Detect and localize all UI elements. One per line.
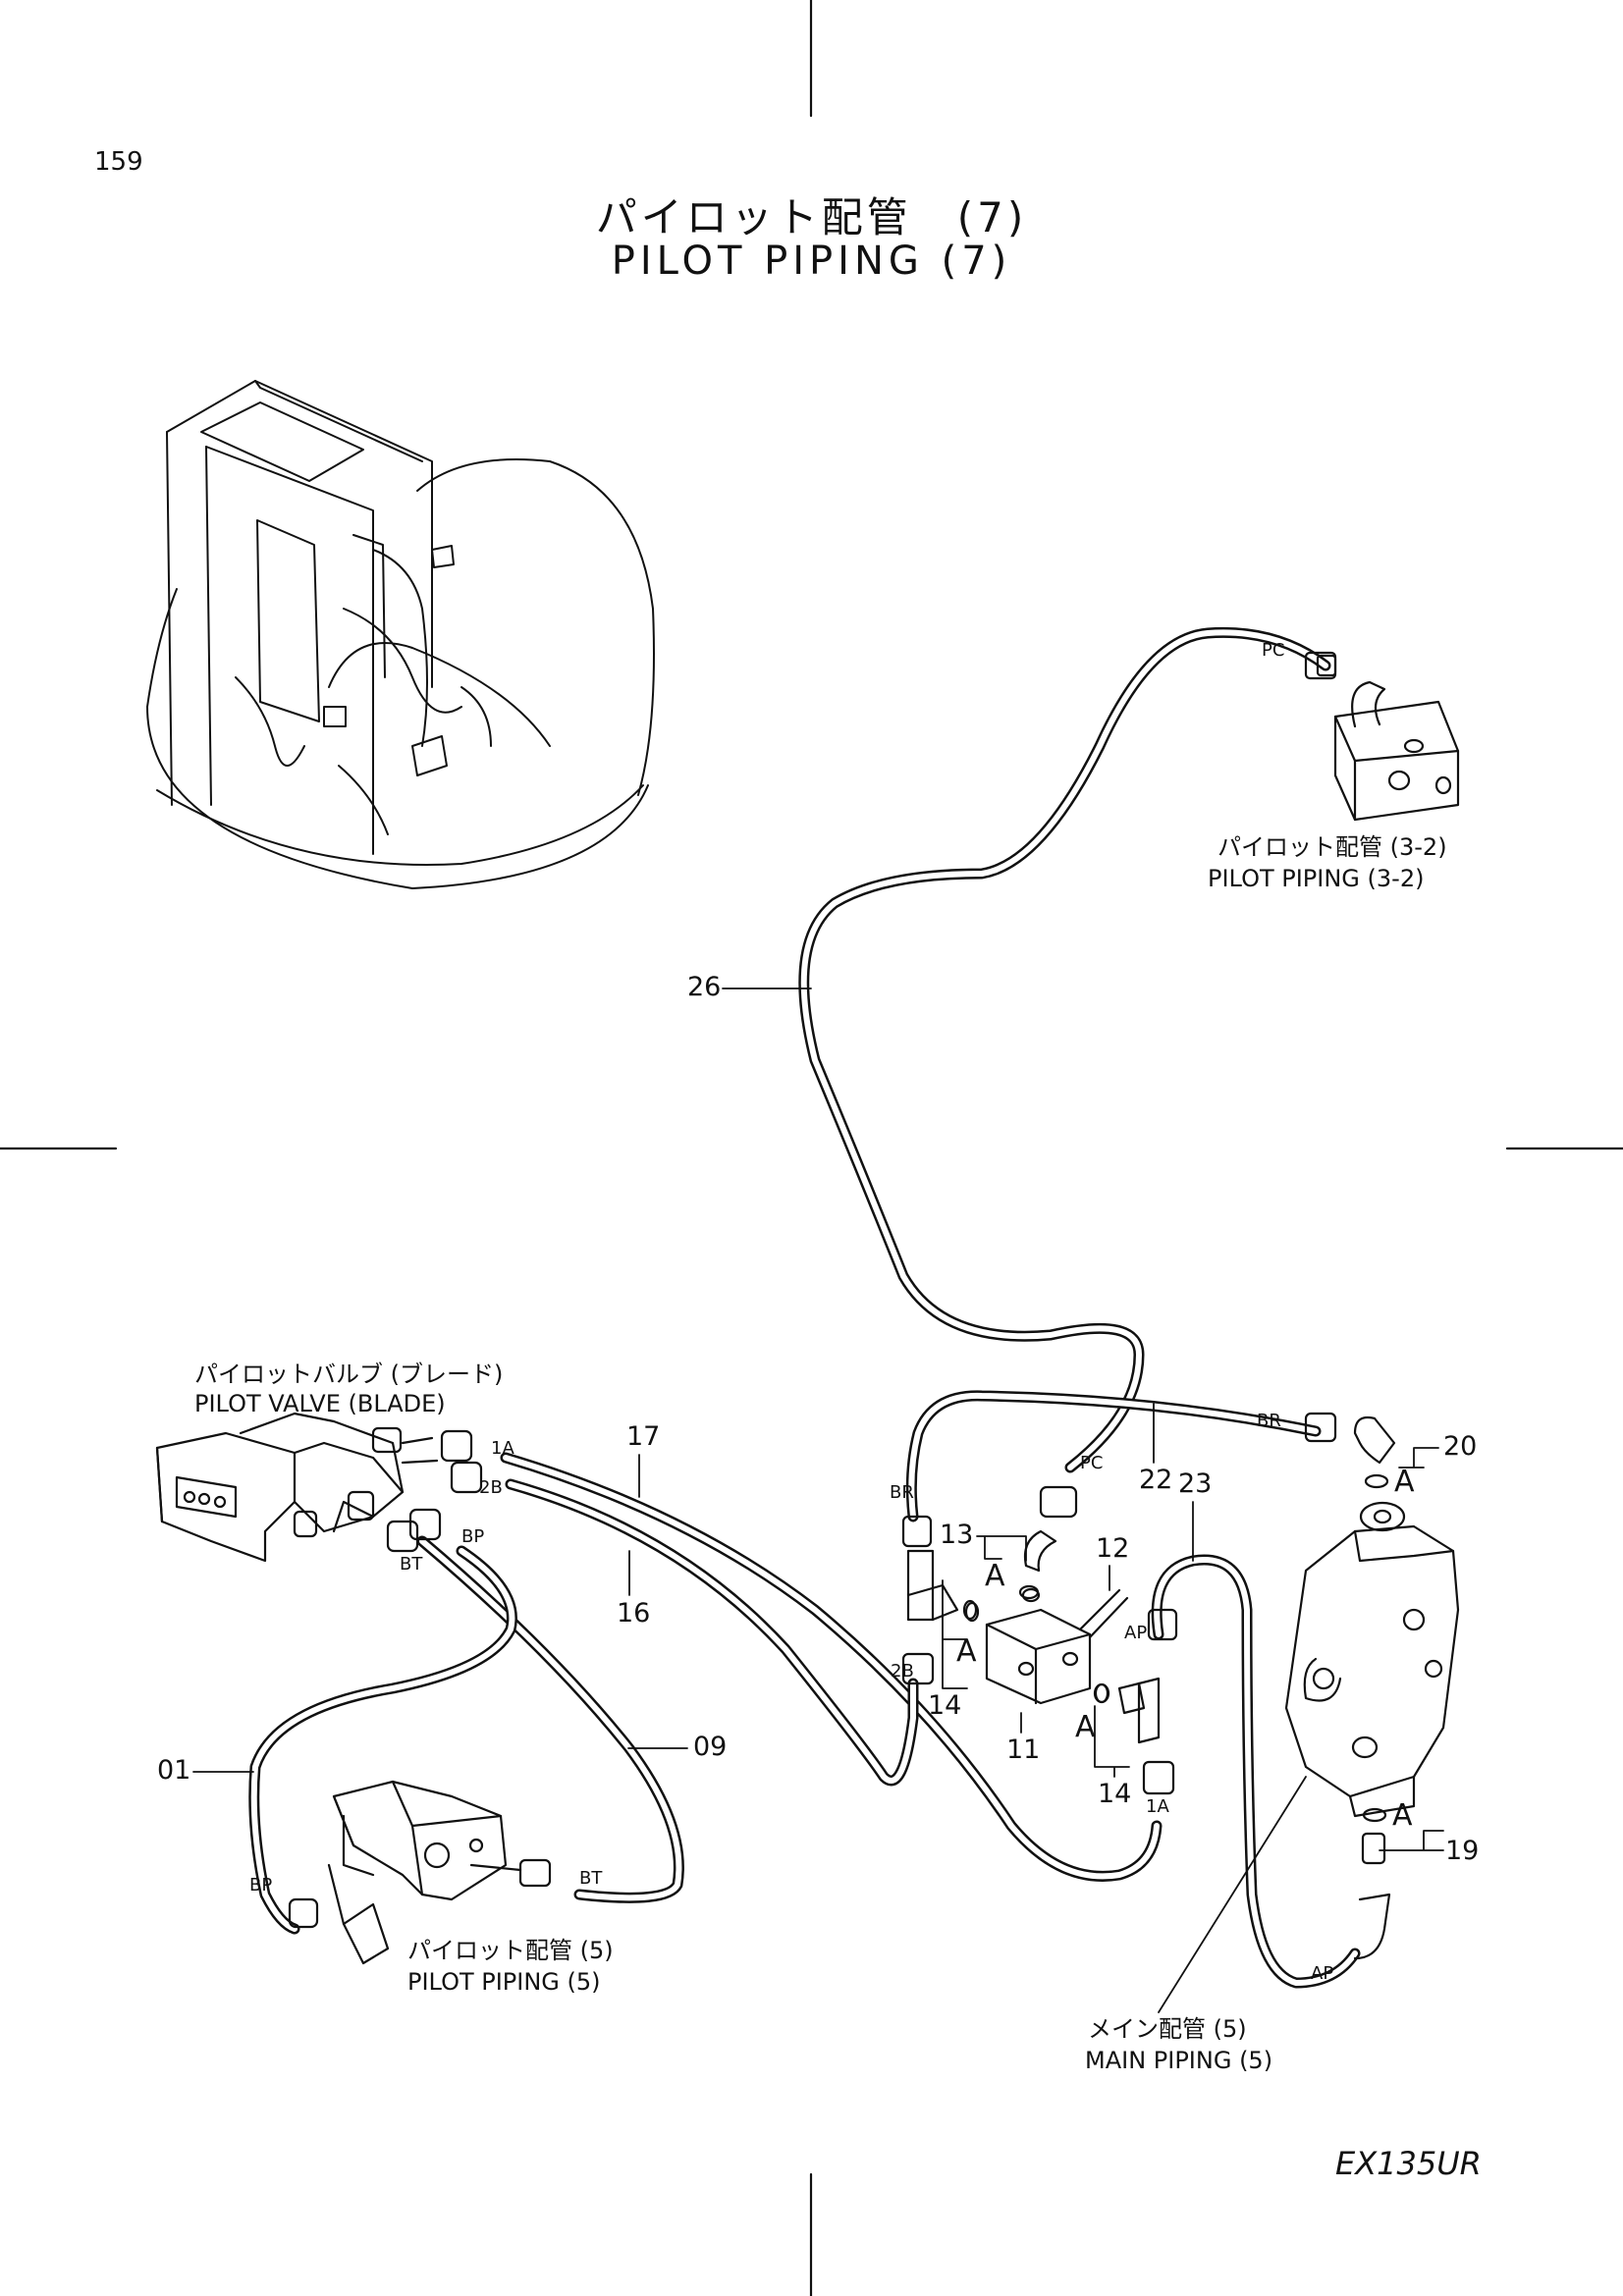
part-number-17: 17 [626,1421,661,1452]
leader-13 [976,1535,1027,1562]
port-label-pc-top: PC [1262,640,1285,661]
part-number-12: 12 [1096,1533,1130,1564]
section-marker-a-13: A [985,1559,1005,1593]
o-ring-13-lower [964,1601,980,1623]
fitting-19 [1361,1832,1386,1865]
part-number-14-lower: 14 [1098,1779,1132,1809]
port-label-br-left: BR [890,1482,914,1503]
part-number-09: 09 [693,1732,728,1762]
part-number-13: 13 [940,1520,974,1550]
o-ring-14-lower [1094,1682,1109,1704]
port-label-bt-bottom: BT [579,1868,603,1889]
hose-01 [248,1545,517,1935]
fitting-13-upper [1021,1485,1078,1603]
label-main-piping-5-en: MAIN PIPING (5) [1085,2047,1273,2074]
o-ring-19 [1362,1807,1387,1823]
page-title-en: PILOT PIPING (7) [611,239,1012,284]
part-number-01: 01 [157,1755,191,1786]
part-number-26: 26 [687,972,722,1002]
pilot-piping-5-valve [288,1780,552,1965]
port-label-1a-top: 1A [491,1438,514,1459]
model-code: EX135UR [1335,2145,1482,2182]
leader-main-piping-5 [1158,1776,1307,2013]
part-number-14-upper: 14 [928,1690,962,1721]
label-main-piping-5-jp: メイン配管 (5) [1088,2015,1247,2043]
hose-26 [798,626,1331,1473]
section-marker-a-19: A [1392,1798,1413,1833]
fitting-br-left [901,1515,933,1548]
page-title-jp: パイロット配管 (7) [595,193,1028,241]
fitting-ap-bottom-elbow [1353,1893,1391,1960]
part-number-19: 19 [1445,1836,1480,1866]
o-ring-13-upper [1018,1584,1040,1600]
fitting-ap-mid [1147,1608,1178,1641]
port-label-bt-top: BT [400,1554,423,1575]
leader-14-lower [1094,1705,1130,1778]
part-number-16: 16 [617,1598,651,1629]
section-marker-a-20: A [1394,1465,1415,1499]
part-number-22: 22 [1139,1465,1173,1495]
fitting-20-elbow [1353,1415,1396,1465]
label-pilot-piping-3-2-en: PILOT PIPING (3-2) [1208,865,1425,892]
port-label-pc-mid: PC [1080,1453,1104,1473]
leader-14-upper [942,1579,968,1689]
port-label-2b-top: 2B [479,1477,503,1498]
leader-20 [1398,1447,1439,1468]
fitting-13-lower [906,1549,978,1622]
label-pilot-piping-3-2-jp: パイロット配管 (3-2) [1217,833,1447,861]
port-label-bp-top: BP [461,1526,485,1547]
label-pilot-valve-blade-en: PILOT VALVE (BLADE) [194,1390,446,1417]
leader-19 [1379,1830,1444,1851]
section-marker-a-14-upper: A [956,1634,977,1669]
fitting-1a-mid [1142,1760,1175,1795]
port-label-1a-mid: 1A [1146,1796,1169,1817]
block-11 [985,1588,1129,1705]
pilot-piping-3-2-valve [1304,651,1460,822]
fitting-14-lower [1093,1677,1161,1744]
hose-22 [905,1390,1322,1522]
label-pilot-piping-5-en: PILOT PIPING (5) [407,1968,601,1996]
part-number-20: 20 [1443,1431,1478,1462]
hose-09 [416,1535,684,1903]
control-valve [1284,1501,1460,1818]
part-number-23: 23 [1178,1468,1213,1499]
pilot-valve-blade-body [155,1412,483,1563]
section-marker-a-14-lower: A [1075,1710,1096,1744]
port-label-bp-bottom: BP [249,1875,273,1896]
port-label-br-right: BR [1257,1411,1281,1431]
fitting-2b-mid [901,1652,935,1685]
fitting-br-right [1304,1412,1337,1443]
port-label-2b-mid: 2B [891,1661,914,1682]
o-ring-20 [1364,1473,1389,1489]
label-pilot-piping-5-jp: パイロット配管 (5) [407,1937,614,1964]
port-label-ap-bottom: AP [1311,1963,1334,1984]
excavator-overview-illustration [146,380,655,889]
port-label-ap-mid: AP [1124,1623,1148,1643]
part-number-11: 11 [1006,1735,1041,1765]
page-number: 159 [94,147,143,177]
label-pilot-valve-blade-jp: パイロットバルブ (ブレード) [194,1361,504,1388]
